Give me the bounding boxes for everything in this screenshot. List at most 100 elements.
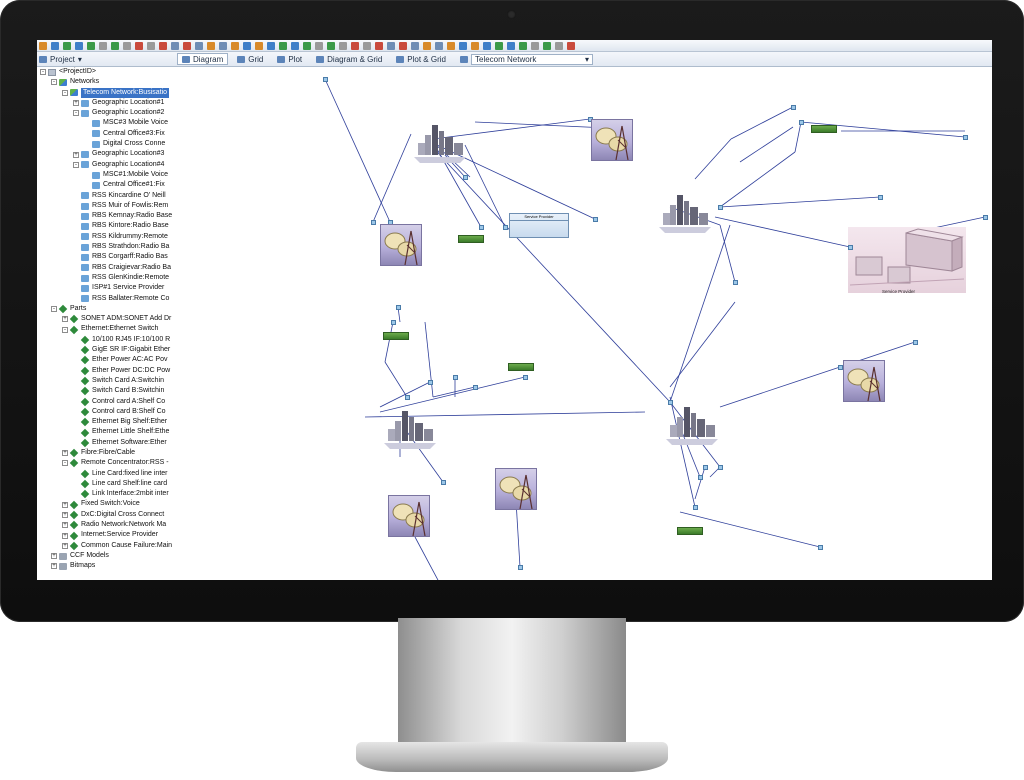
redo-icon[interactable] [459,41,467,50]
collapse-icon[interactable]: - [51,79,57,86]
port-node[interactable] [799,120,804,125]
port-node[interactable] [323,77,328,82]
port-node[interactable] [593,217,598,222]
tree-item[interactable]: Control card B:Shelf Co [37,407,175,417]
tree-item[interactable]: Switch Card B:Switchin [37,386,175,396]
delete-icon[interactable] [363,41,371,50]
tree-item[interactable]: +Geographic Location#1 [37,98,175,108]
link-icon[interactable] [183,41,191,50]
port-node[interactable] [848,245,853,250]
collapse-icon[interactable]: - [73,161,79,168]
save-icon[interactable] [135,41,143,50]
port-node[interactable] [473,385,478,390]
tree-item[interactable]: +CCF Models [37,551,175,561]
undo-icon[interactable] [399,41,407,50]
port-node[interactable] [518,565,523,570]
tree-item[interactable]: Ether Power DC:DC Pow [37,366,175,376]
tab-plot-grid[interactable]: Plot & Grid [391,53,451,65]
tree-item[interactable]: Ethernet Software:Ether [37,438,175,448]
line-card-icon[interactable] [811,125,837,133]
tree-item[interactable]: +Radio Network:Network Ma [37,520,175,530]
expand-icon[interactable]: + [62,450,68,457]
tree-item[interactable]: -Remote Concentrator:RSS - [37,458,175,468]
network-icon[interactable] [147,41,155,50]
copy-icon[interactable] [267,41,275,50]
delete-icon[interactable] [387,41,395,50]
line-card-icon[interactable] [677,527,703,535]
tab-grid[interactable]: Grid [232,53,268,65]
tree-item[interactable]: +Internet:Service Provider [37,530,175,540]
undo-icon[interactable] [423,41,431,50]
port-node[interactable] [668,400,673,405]
link-line[interactable] [719,224,736,283]
tree-item[interactable]: RBS Craigievar:Radio Ba [37,263,175,273]
link-line[interactable] [730,106,794,140]
link-line[interactable] [800,121,966,138]
port-node[interactable] [698,475,703,480]
port-node[interactable] [703,465,708,470]
expand-icon[interactable]: + [73,151,79,158]
new-icon[interactable] [39,41,47,50]
tree-item[interactable]: Ether Power AC:AC Pov [37,355,175,365]
link-line[interactable] [424,321,434,398]
tree-item[interactable]: Switch Card A:Switchin [37,376,175,386]
link-line[interactable] [669,396,696,508]
link-line[interactable] [436,151,671,403]
tree-item[interactable]: RBS Strathdon:Radio Ba [37,242,175,252]
collapse-icon[interactable]: - [40,69,46,76]
line-card-icon[interactable] [508,363,534,371]
line-card-icon[interactable] [458,235,484,243]
link-line[interactable] [694,466,706,500]
undo-icon[interactable] [411,41,419,50]
city-location-icon[interactable] [662,405,722,447]
tree-item[interactable]: MSC#3 Mobile Voice [37,118,175,128]
paste-icon[interactable] [291,41,299,50]
expand-icon[interactable]: + [73,100,79,107]
cut-icon[interactable] [351,41,359,50]
expand-icon[interactable]: + [51,563,57,570]
city-location-icon[interactable] [380,409,440,451]
port-node[interactable] [983,215,988,220]
paste-icon[interactable] [315,41,323,50]
link-line[interactable] [714,216,851,248]
link-line[interactable] [679,426,701,478]
copy-icon[interactable] [255,41,263,50]
link-line[interactable] [379,376,526,413]
link-icon[interactable] [207,41,215,50]
save-icon[interactable] [111,41,119,50]
radio-tower-icon[interactable] [388,495,430,537]
port-node[interactable] [523,375,528,380]
port-node[interactable] [718,465,723,470]
collapse-icon[interactable]: - [73,110,79,117]
tree-item[interactable]: RBS Kintore:Radio Base [37,221,175,231]
radio-tower-icon[interactable] [495,468,537,510]
link-line[interactable] [384,321,394,363]
copy-icon[interactable] [279,41,287,50]
link-line[interactable] [372,133,412,223]
tree-item[interactable]: RBS Kemnay:Radio Base [37,211,175,221]
tree-item[interactable]: +Fibre:Fibre/Cable [37,448,175,458]
link-line[interactable] [679,511,821,548]
help-icon[interactable] [567,41,575,50]
tree-item[interactable]: GigE SR IF:Gigabit Ether [37,345,175,355]
port-node[interactable] [733,280,738,285]
tab-plot[interactable]: Plot [272,53,307,65]
redo-icon[interactable] [435,41,443,50]
collapse-icon[interactable]: - [62,89,68,96]
tree-item[interactable]: +Fixed Switch:Voice [37,499,175,509]
tree-item[interactable]: RSS Kildrummy:Remote [37,232,175,242]
tree-item[interactable]: -Geographic Location#2 [37,108,175,118]
network-diagram[interactable]: Service Provider Service Provider [175,67,992,580]
zoom-icon[interactable] [519,41,527,50]
expand-icon[interactable]: + [62,316,68,323]
port-node[interactable] [441,480,446,485]
link-line[interactable] [739,126,794,163]
open-icon[interactable] [75,41,83,50]
link-line[interactable] [324,78,391,223]
tree-item[interactable]: +Common Cause Failure:Main [37,541,175,551]
tree-item[interactable]: Control card A:Shelf Co [37,397,175,407]
link-line[interactable] [364,411,646,418]
tree-item[interactable]: -Geographic Location#4 [37,160,175,170]
open-icon[interactable] [87,41,95,50]
link-line[interactable] [384,361,408,398]
